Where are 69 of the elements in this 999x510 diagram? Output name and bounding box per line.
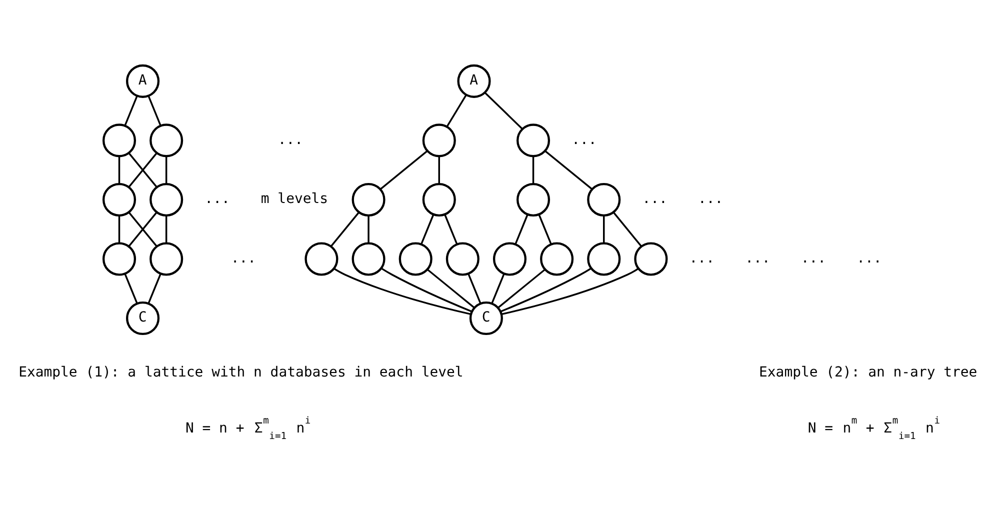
node-circle: C — [126, 300, 160, 335]
connector — [380, 267, 472, 312]
connector — [165, 156, 168, 184]
connector — [165, 215, 168, 242]
node-circle — [102, 242, 136, 276]
connector — [544, 150, 593, 190]
node-circle: A — [457, 64, 491, 98]
node-circle — [150, 182, 184, 216]
label: ... — [745, 250, 770, 266]
label: ... — [572, 131, 597, 148]
node-circle — [422, 182, 456, 216]
node-circle — [398, 242, 432, 276]
node-circle — [304, 242, 338, 276]
connector — [444, 214, 458, 244]
label: ... — [698, 190, 724, 207]
connector — [491, 272, 505, 304]
connector — [484, 91, 523, 129]
label: ... — [800, 250, 826, 266]
node-circle: A — [126, 64, 160, 98]
connector — [438, 156, 440, 184]
label: Example (1): a lattice with n databases in each level — [18, 364, 464, 380]
connector — [427, 268, 475, 308]
connector — [380, 150, 428, 190]
node-circle — [516, 123, 550, 157]
node-circle — [352, 242, 386, 276]
connector — [124, 272, 138, 304]
connector — [446, 94, 467, 127]
label: m levels — [260, 190, 328, 207]
connector — [603, 215, 605, 242]
connector — [128, 152, 158, 188]
connector — [330, 211, 360, 247]
node-circle — [587, 242, 621, 276]
connector — [497, 268, 546, 308]
label: ... — [204, 190, 230, 207]
connector — [118, 215, 120, 242]
node-circle: C — [469, 300, 503, 335]
node-circle — [540, 242, 574, 276]
connector — [148, 272, 162, 304]
connector — [128, 211, 158, 247]
label: ... — [278, 131, 304, 148]
connector — [501, 267, 639, 315]
label: ... — [856, 250, 882, 266]
label: ... — [689, 250, 714, 266]
connector — [368, 215, 370, 242]
node-circle — [422, 123, 456, 157]
connector — [124, 95, 138, 126]
node-circle — [446, 242, 480, 276]
connector — [612, 211, 642, 247]
connector — [420, 214, 434, 244]
node-circle — [150, 242, 184, 276]
connector — [334, 267, 472, 315]
node-circle — [102, 182, 136, 216]
label: ... — [230, 250, 256, 266]
connector — [532, 156, 534, 184]
node-circle — [102, 123, 136, 157]
node-circle — [634, 242, 668, 276]
connector — [500, 267, 592, 312]
node-circle — [516, 182, 550, 216]
connector — [538, 214, 552, 244]
label: Example (2): an n-ary tree — [759, 364, 978, 380]
node-circle — [587, 182, 621, 216]
node-circle — [352, 182, 386, 216]
connector — [514, 214, 528, 244]
node-circle — [492, 242, 527, 276]
node-circle — [150, 123, 184, 157]
connector — [118, 156, 120, 184]
connector — [148, 95, 162, 126]
label: ... — [642, 190, 668, 207]
connector — [468, 272, 482, 304]
